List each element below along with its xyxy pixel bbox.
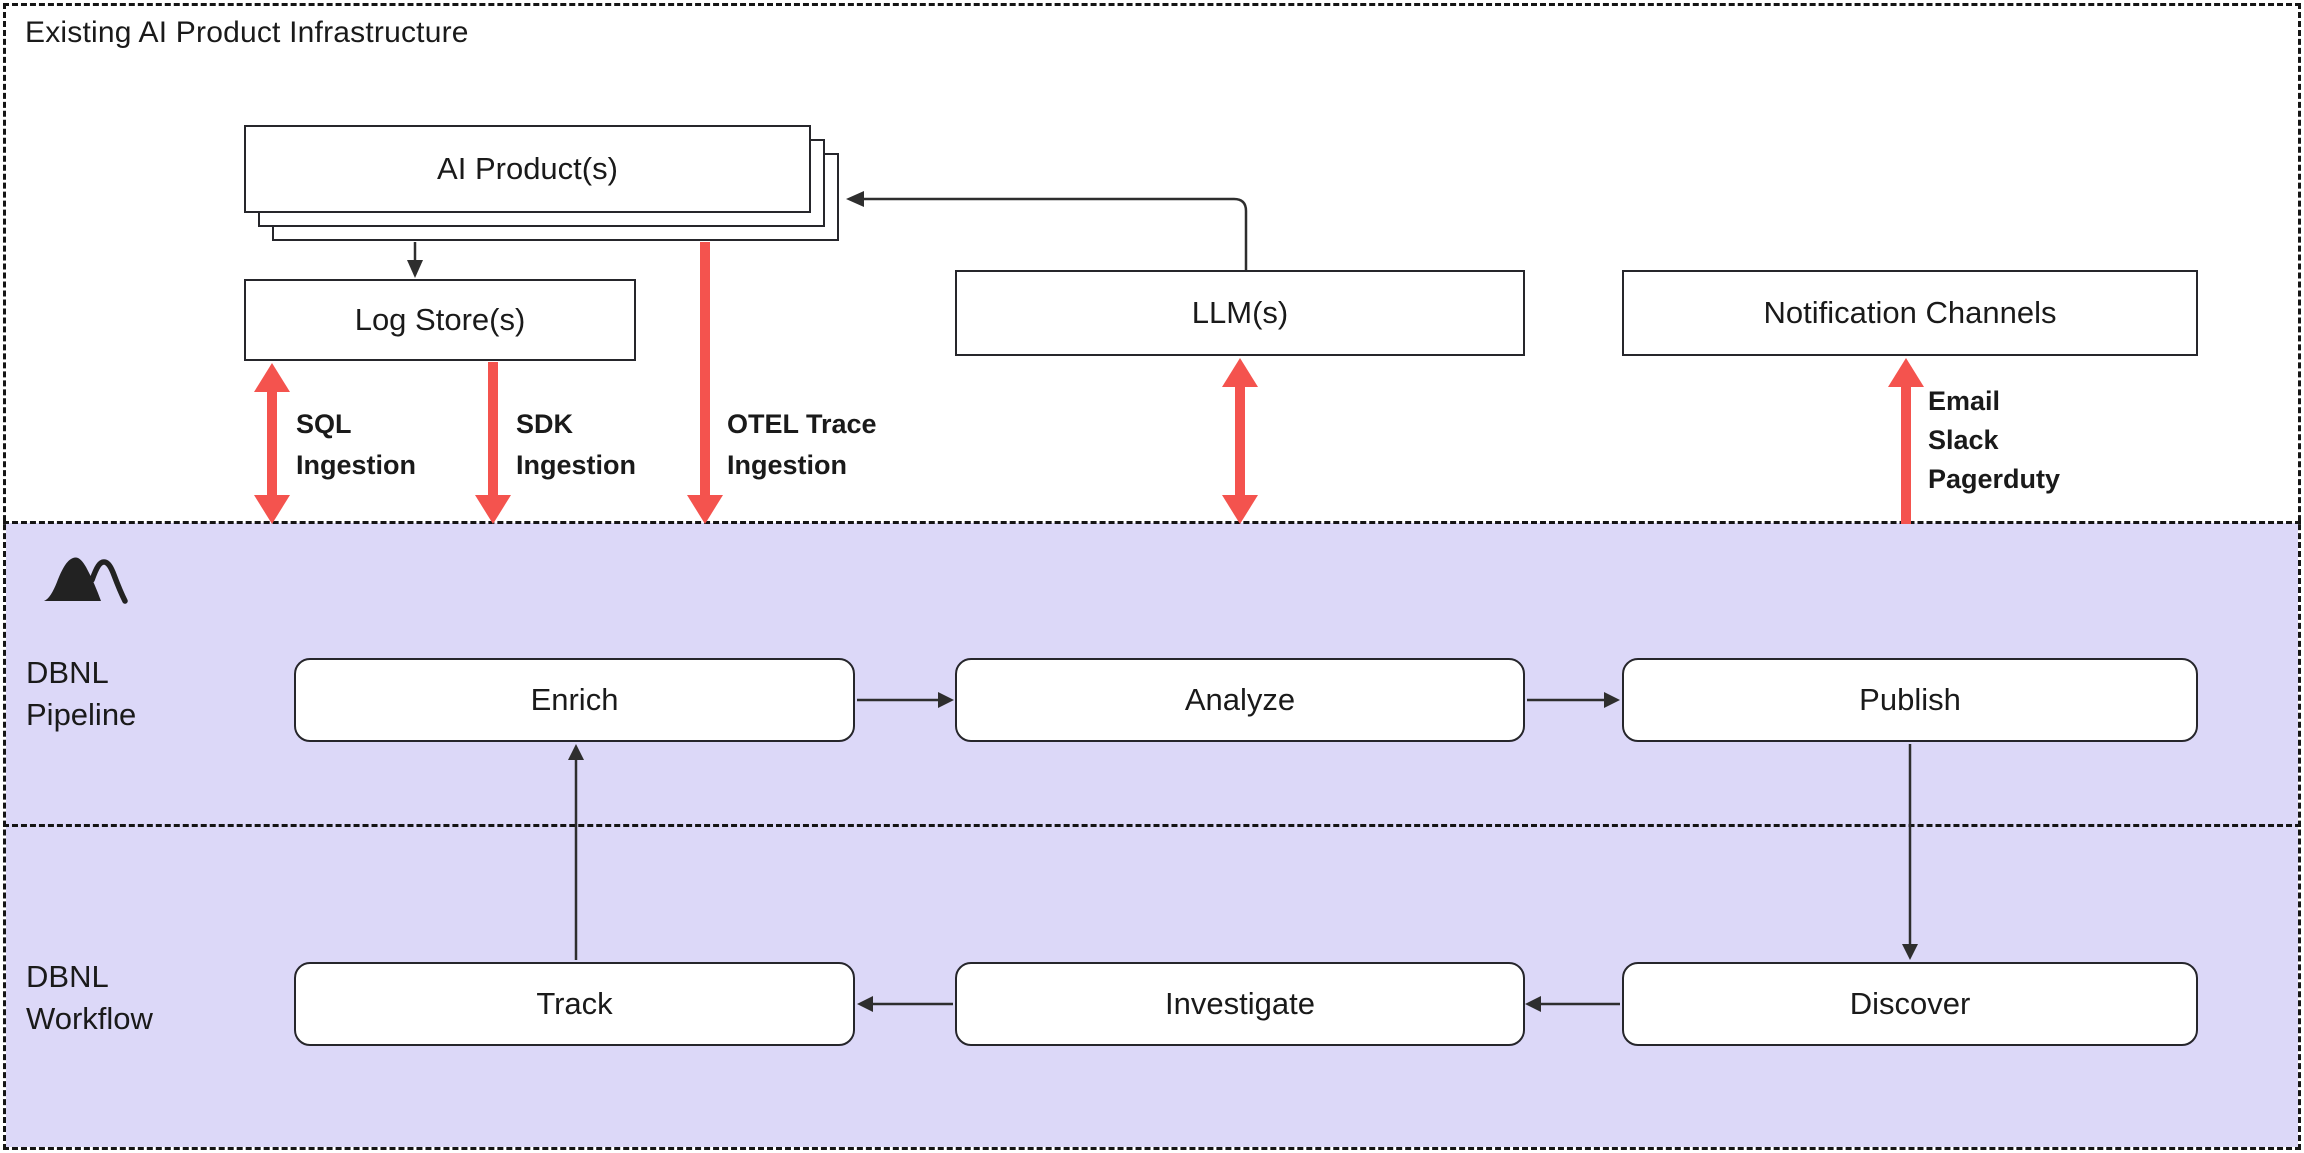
ai-product-node: AI Product(s) bbox=[244, 125, 811, 213]
track-node: Track bbox=[294, 962, 855, 1046]
arrow-track-to-enrich bbox=[568, 744, 584, 960]
arrow-publish-to-discover bbox=[1902, 744, 1918, 960]
discover-label: Discover bbox=[1849, 986, 1971, 1021]
investigate-node: Investigate bbox=[955, 962, 1525, 1046]
publish-node: Publish bbox=[1622, 658, 2198, 742]
dbnl-workflow-label: DBNL Workflow bbox=[26, 959, 153, 1036]
arrow-llm-to-aiproduct bbox=[846, 191, 1248, 270]
llm-node: LLM(s) bbox=[955, 270, 1525, 356]
pipeline-workflow-divider bbox=[3, 824, 2301, 827]
sql-ingestion-label: SQL Ingestion bbox=[296, 409, 416, 480]
notification-channels-node: Notification Channels bbox=[1622, 270, 2198, 356]
ai-product-label: AI Product(s) bbox=[437, 151, 618, 186]
diagram-title: Existing AI Product Infrastructure bbox=[25, 16, 469, 49]
publish-label: Publish bbox=[1859, 682, 1961, 717]
sdk-ingestion-label: SDK Ingestion bbox=[516, 409, 636, 480]
arrow-investigate-to-track bbox=[857, 996, 953, 1012]
arrow-sdk-ingestion bbox=[475, 362, 511, 524]
arrow-otel-ingestion bbox=[687, 242, 723, 524]
arrow-sql-ingestion bbox=[254, 363, 290, 524]
llm-label: LLM(s) bbox=[1191, 295, 1289, 330]
analyze-node: Analyze bbox=[955, 658, 1525, 742]
investigate-label: Investigate bbox=[1165, 986, 1315, 1021]
log-store-node: Log Store(s) bbox=[244, 279, 636, 361]
analyze-label: Analyze bbox=[1184, 682, 1296, 717]
arrow-aiproduct-to-logstore bbox=[407, 242, 423, 278]
arrow-llm-bidirectional bbox=[1222, 358, 1258, 524]
arrow-enrich-to-analyze bbox=[857, 692, 954, 708]
arrow-analyze-to-publish bbox=[1527, 692, 1620, 708]
discover-node: Discover bbox=[1622, 962, 2198, 1046]
enrich-node: Enrich bbox=[294, 658, 855, 742]
infrastructure-dbnl-boundary bbox=[3, 521, 2301, 524]
notification-channels-label: Notification Channels bbox=[1763, 295, 2057, 330]
track-label: Track bbox=[536, 986, 613, 1021]
enrich-label: Enrich bbox=[530, 682, 619, 717]
notification-channels-list-label: Email Slack Pagerduty bbox=[1928, 386, 2061, 494]
arrow-notification-up bbox=[1888, 358, 1924, 524]
dbnl-pipeline-label: DBNL Pipeline bbox=[26, 655, 137, 732]
otel-ingestion-label: OTEL Trace Ingestion bbox=[727, 409, 877, 480]
log-store-label: Log Store(s) bbox=[354, 302, 526, 337]
arrow-discover-to-investigate bbox=[1525, 996, 1620, 1012]
mountain-icon bbox=[44, 557, 128, 604]
